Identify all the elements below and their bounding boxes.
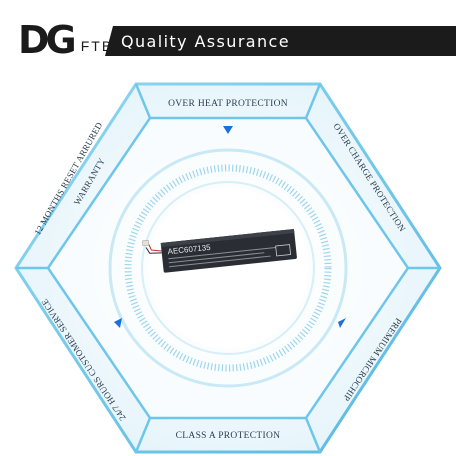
- outer-ring: [108, 148, 348, 388]
- inner-ring: [141, 181, 315, 355]
- banner-tagline: Quality Assurance: [121, 31, 290, 51]
- arrow-left-icon: [114, 318, 122, 328]
- header: DG FTB Quality Assurance: [0, 0, 456, 84]
- hex-connectors: [16, 83, 440, 453]
- quality-banner: Quality Assurance: [105, 26, 456, 56]
- feature-top: OVER HEAT PROTECTION: [168, 99, 288, 109]
- feature-bottom: CLASS A PROTECTION: [176, 431, 281, 441]
- arrow-top-icon: [223, 126, 233, 134]
- battery-image: AEC607135: [142, 228, 297, 273]
- tick-ring: [124, 164, 332, 372]
- brand-logo: DG FTB: [18, 18, 114, 62]
- arrow-right-icon: [338, 318, 346, 328]
- logo-brand-suffix: FTB: [80, 38, 114, 54]
- core-circle: [148, 188, 308, 348]
- logo-mark: DG: [18, 18, 77, 62]
